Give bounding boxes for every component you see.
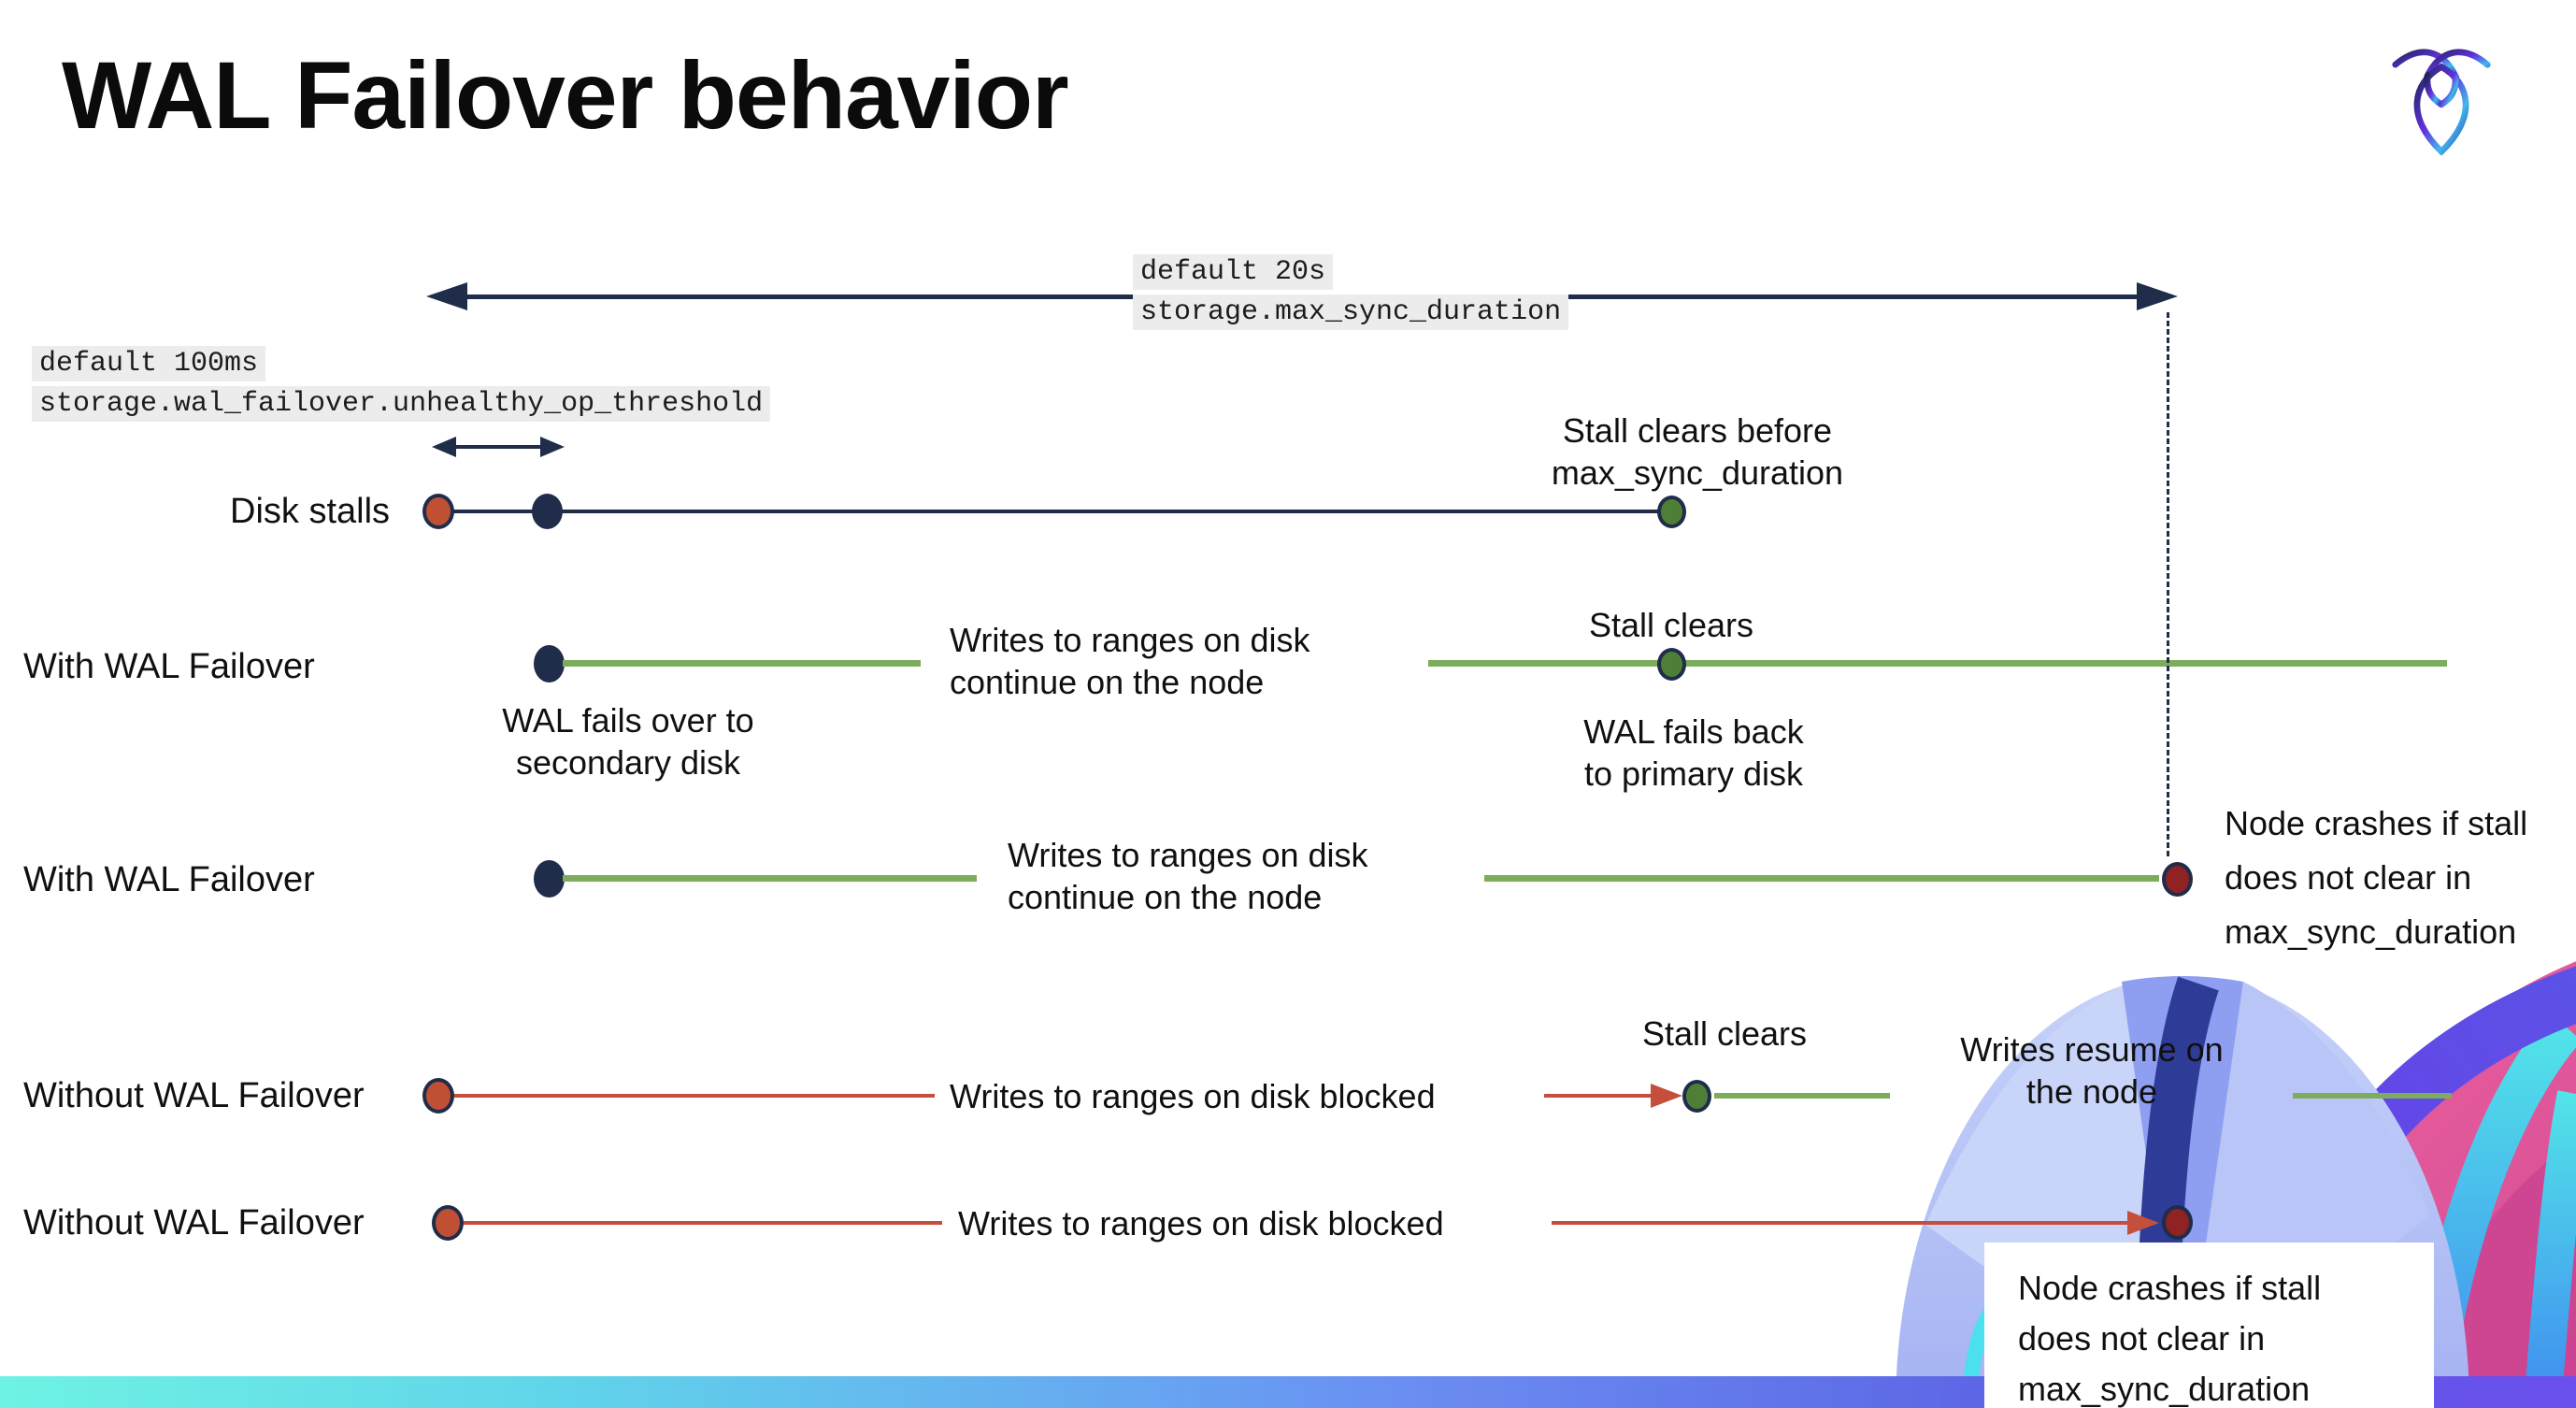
node-crash-dot-2: [2162, 1205, 2193, 1240]
threshold-setting-label: storage.wal_failover.unhealthy_op_thresh…: [32, 386, 771, 422]
wal-fails-over-annotation: WAL fails over to secondary disk: [502, 701, 754, 782]
writes-continue-line-d: [1484, 875, 2159, 882]
red-arrowhead-icon-1: [1651, 1084, 1682, 1108]
writes-continue-line-c: [563, 875, 977, 882]
row-label-disk-stalls: Disk stalls: [230, 492, 391, 531]
stall-clear-arrow-line: [1544, 1094, 1662, 1098]
node-crashes-annotation-1: Node crashes if stall does not clear in …: [2225, 804, 2528, 951]
small-arrowhead-left-icon: [432, 437, 456, 457]
stall-clears-dot-2: [1657, 648, 1686, 681]
max-sync-deadline-dashed-line: [2167, 312, 2169, 856]
writes-continue-line-a: [563, 660, 921, 667]
threshold-default-label: default 100ms: [32, 346, 266, 381]
writes-resume-annotation: Writes resume on the node: [1960, 1030, 2224, 1111]
max-sync-default-label: default 20s: [1133, 254, 1334, 290]
node-crash-dot-1: [2162, 862, 2193, 897]
stall-start-dot-3: [432, 1205, 464, 1241]
threshold-span-line: [451, 445, 546, 449]
wal-fails-back-annotation: WAL fails back to primary disk: [1583, 712, 1804, 793]
writes-continue-annotation-1: Writes to ranges on disk continue on the…: [950, 621, 1310, 701]
node-crashes-annotation-2: Node crashes if stall does not clear in …: [2018, 1269, 2322, 1408]
stall-start-dot: [422, 494, 454, 529]
stall-start-dot-2: [422, 1078, 454, 1113]
writes-continue-annotation-2: Writes to ranges on disk continue on the…: [1008, 836, 1368, 916]
page-title: WAL Failover behavior: [62, 42, 1069, 149]
failover-start-dot: [534, 645, 565, 682]
stall-clears-dot-3: [1682, 1080, 1711, 1113]
writes-blocked-annotation-2: Writes to ranges on disk blocked: [958, 1204, 1444, 1243]
writes-blocked-line-b: [464, 1221, 942, 1225]
writes-blocked-annotation-1: Writes to ranges on disk blocked: [950, 1077, 1436, 1115]
stall-clears-dot: [1657, 496, 1686, 528]
row-label-with-wal-failover-2: With WAL Failover: [23, 860, 315, 899]
node-crashes-note-box: Node crashes if stall does not clear in …: [1984, 1243, 2434, 1408]
small-arrowhead-right-icon: [540, 437, 565, 457]
arrowhead-left-icon: [426, 282, 467, 310]
writes-resume-line-b: [2293, 1093, 2452, 1099]
stall-clears-annotation-bottom: Stall clears: [1641, 1014, 1808, 1053]
writes-resume-line-a: [1714, 1093, 1890, 1099]
max-sync-setting-label: storage.max_sync_duration: [1133, 295, 1569, 330]
arrowhead-right-icon: [2137, 282, 2178, 310]
writes-continue-line-b: [1428, 660, 2447, 667]
threshold-reached-dot: [532, 494, 563, 529]
failover-start-dot-2: [534, 860, 565, 898]
disk-stalls-timeline: [438, 510, 1671, 513]
writes-blocked-line-a: [454, 1094, 935, 1098]
row-label-with-wal-failover-1: With WAL Failover: [23, 647, 315, 686]
max-sync-duration-callout: default 20s storage.max_sync_duration: [1133, 254, 1569, 330]
cockroachdb-logo-icon: [2392, 49, 2491, 155]
stall-clears-annotation-top: Stall clears: [1588, 606, 1754, 644]
crash-arrow-line: [1552, 1221, 2129, 1225]
row-label-without-wal-failover-2: Without WAL Failover: [23, 1203, 365, 1243]
red-arrowhead-icon-2: [2127, 1211, 2159, 1235]
stall-clears-before-annotation: Stall clears before max_sync_duration: [1551, 411, 1844, 492]
unhealthy-op-threshold-callout: default 100ms storage.wal_failover.unhea…: [32, 346, 771, 422]
row-label-without-wal-failover-1: Without WAL Failover: [23, 1076, 365, 1115]
